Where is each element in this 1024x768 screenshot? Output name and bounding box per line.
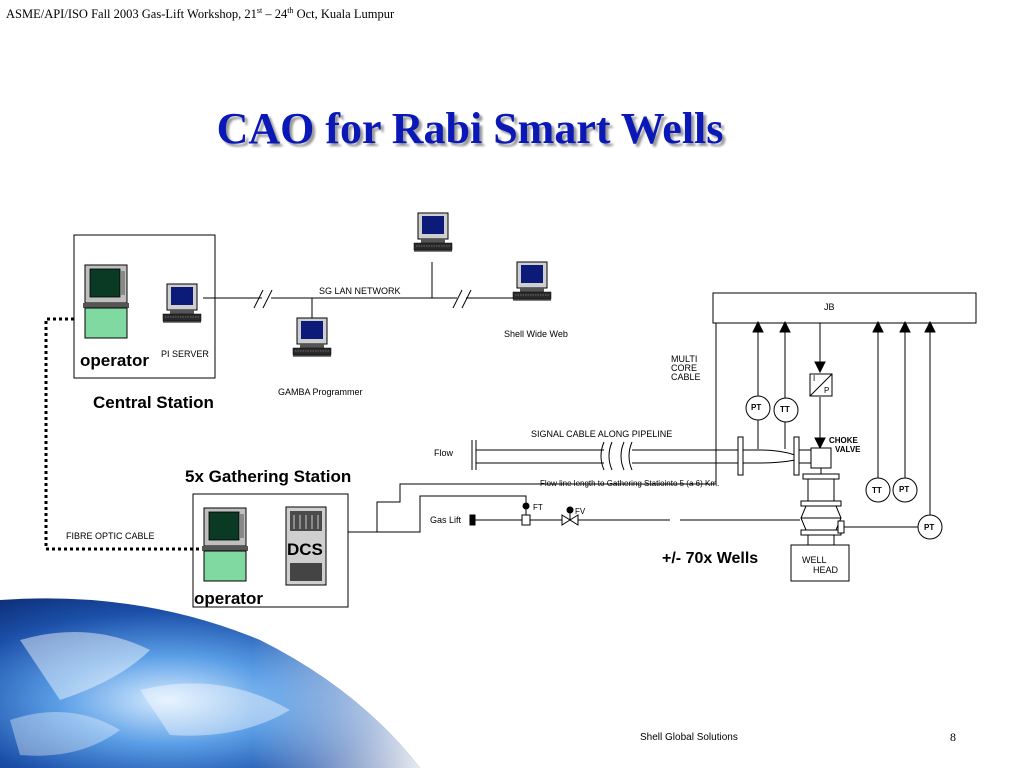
central-station-box xyxy=(73,234,216,379)
tt-label-2: TT xyxy=(872,486,882,495)
wellhead-label-2: HEAD xyxy=(813,565,839,575)
gamba-label: GAMBA Programmer xyxy=(278,387,363,397)
pt-label-1: PT xyxy=(751,403,762,412)
slide-header: ASME/API/ISO Fall 2003 Gas-Lift Workshop… xyxy=(6,6,394,22)
tt-instrument-2 xyxy=(865,477,891,503)
fibre-optic-label: FIBRE OPTIC CABLE xyxy=(66,531,155,541)
wells-label: +/- 70x Wells xyxy=(662,550,759,567)
tt-instrument-1 xyxy=(773,397,799,423)
pt-instrument-1 xyxy=(745,395,771,421)
central-station-label: Central Station xyxy=(93,393,214,412)
pipeline xyxy=(471,436,918,546)
flow-line-length-label: Flow line length to Gathering Statiointo… xyxy=(540,479,720,488)
shell-wide-web-label: Shell Wide Web xyxy=(504,329,568,339)
tt-label-1: TT xyxy=(780,405,790,414)
wellhead-box xyxy=(790,544,850,582)
pt-instrument-2 xyxy=(892,477,918,503)
multi-core-label-3: CABLE xyxy=(671,372,701,382)
header-text-2: – 24 xyxy=(262,7,288,22)
header-sup-1: st xyxy=(256,6,263,15)
pt-label-3: PT xyxy=(924,523,935,532)
operator-label-bottom: operator xyxy=(194,589,263,608)
jb-label: JB xyxy=(824,302,835,312)
shell-wide-web-icon xyxy=(512,261,552,301)
gas-lift-line xyxy=(348,495,800,533)
operator-console-icon xyxy=(82,264,130,339)
gas-lift-label: Gas Lift xyxy=(430,515,462,525)
header-text-1: ASME/API/ISO Fall 2003 Gas-Lift Workshop… xyxy=(6,7,257,22)
junction-box xyxy=(712,292,977,324)
pi-server-label: PI SERVER xyxy=(161,349,209,359)
gamba-programmer-icon xyxy=(292,317,332,357)
operator-label-top: operator xyxy=(80,351,149,370)
gathering-station-box xyxy=(192,493,349,608)
p-label: P xyxy=(824,386,830,395)
wellhead-label-1: WELL xyxy=(802,555,827,565)
earth-background-image xyxy=(0,598,420,768)
dcs-label: DCS xyxy=(287,540,323,559)
fibre-optic-cable-line xyxy=(44,317,201,551)
multi-core-label-2: CORE xyxy=(671,363,698,373)
lan-workstation-icon xyxy=(413,212,453,252)
choke-valve-label-2: VALVE xyxy=(835,445,861,454)
header-sup-2: th xyxy=(287,6,294,15)
pt-label-2: PT xyxy=(899,485,910,494)
i-label: I xyxy=(813,374,816,383)
multi-core-label-1: MULTI xyxy=(671,354,698,364)
footer-company: Shell Global Solutions xyxy=(640,732,738,743)
page-number: 8 xyxy=(950,730,956,744)
ft-label: FT xyxy=(533,503,543,512)
signal-cable-label: SIGNAL CABLE ALONG PIPELINE xyxy=(531,429,673,439)
sg-lan-label: SG LAN NETWORK xyxy=(319,286,401,296)
choke-valve-label-1: CHOKE xyxy=(829,436,858,445)
flow-label: Flow xyxy=(434,448,454,458)
slide-title: CAO for Rabi Smart Wells xyxy=(216,104,724,153)
gathering-station-label: 5x Gathering Station xyxy=(185,467,352,486)
fv-label: FV xyxy=(575,507,586,516)
gathering-operator-console-icon xyxy=(201,507,249,582)
header-text-3: Oct, Kuala Lumpur xyxy=(293,7,395,22)
pi-server-icon xyxy=(162,283,202,323)
